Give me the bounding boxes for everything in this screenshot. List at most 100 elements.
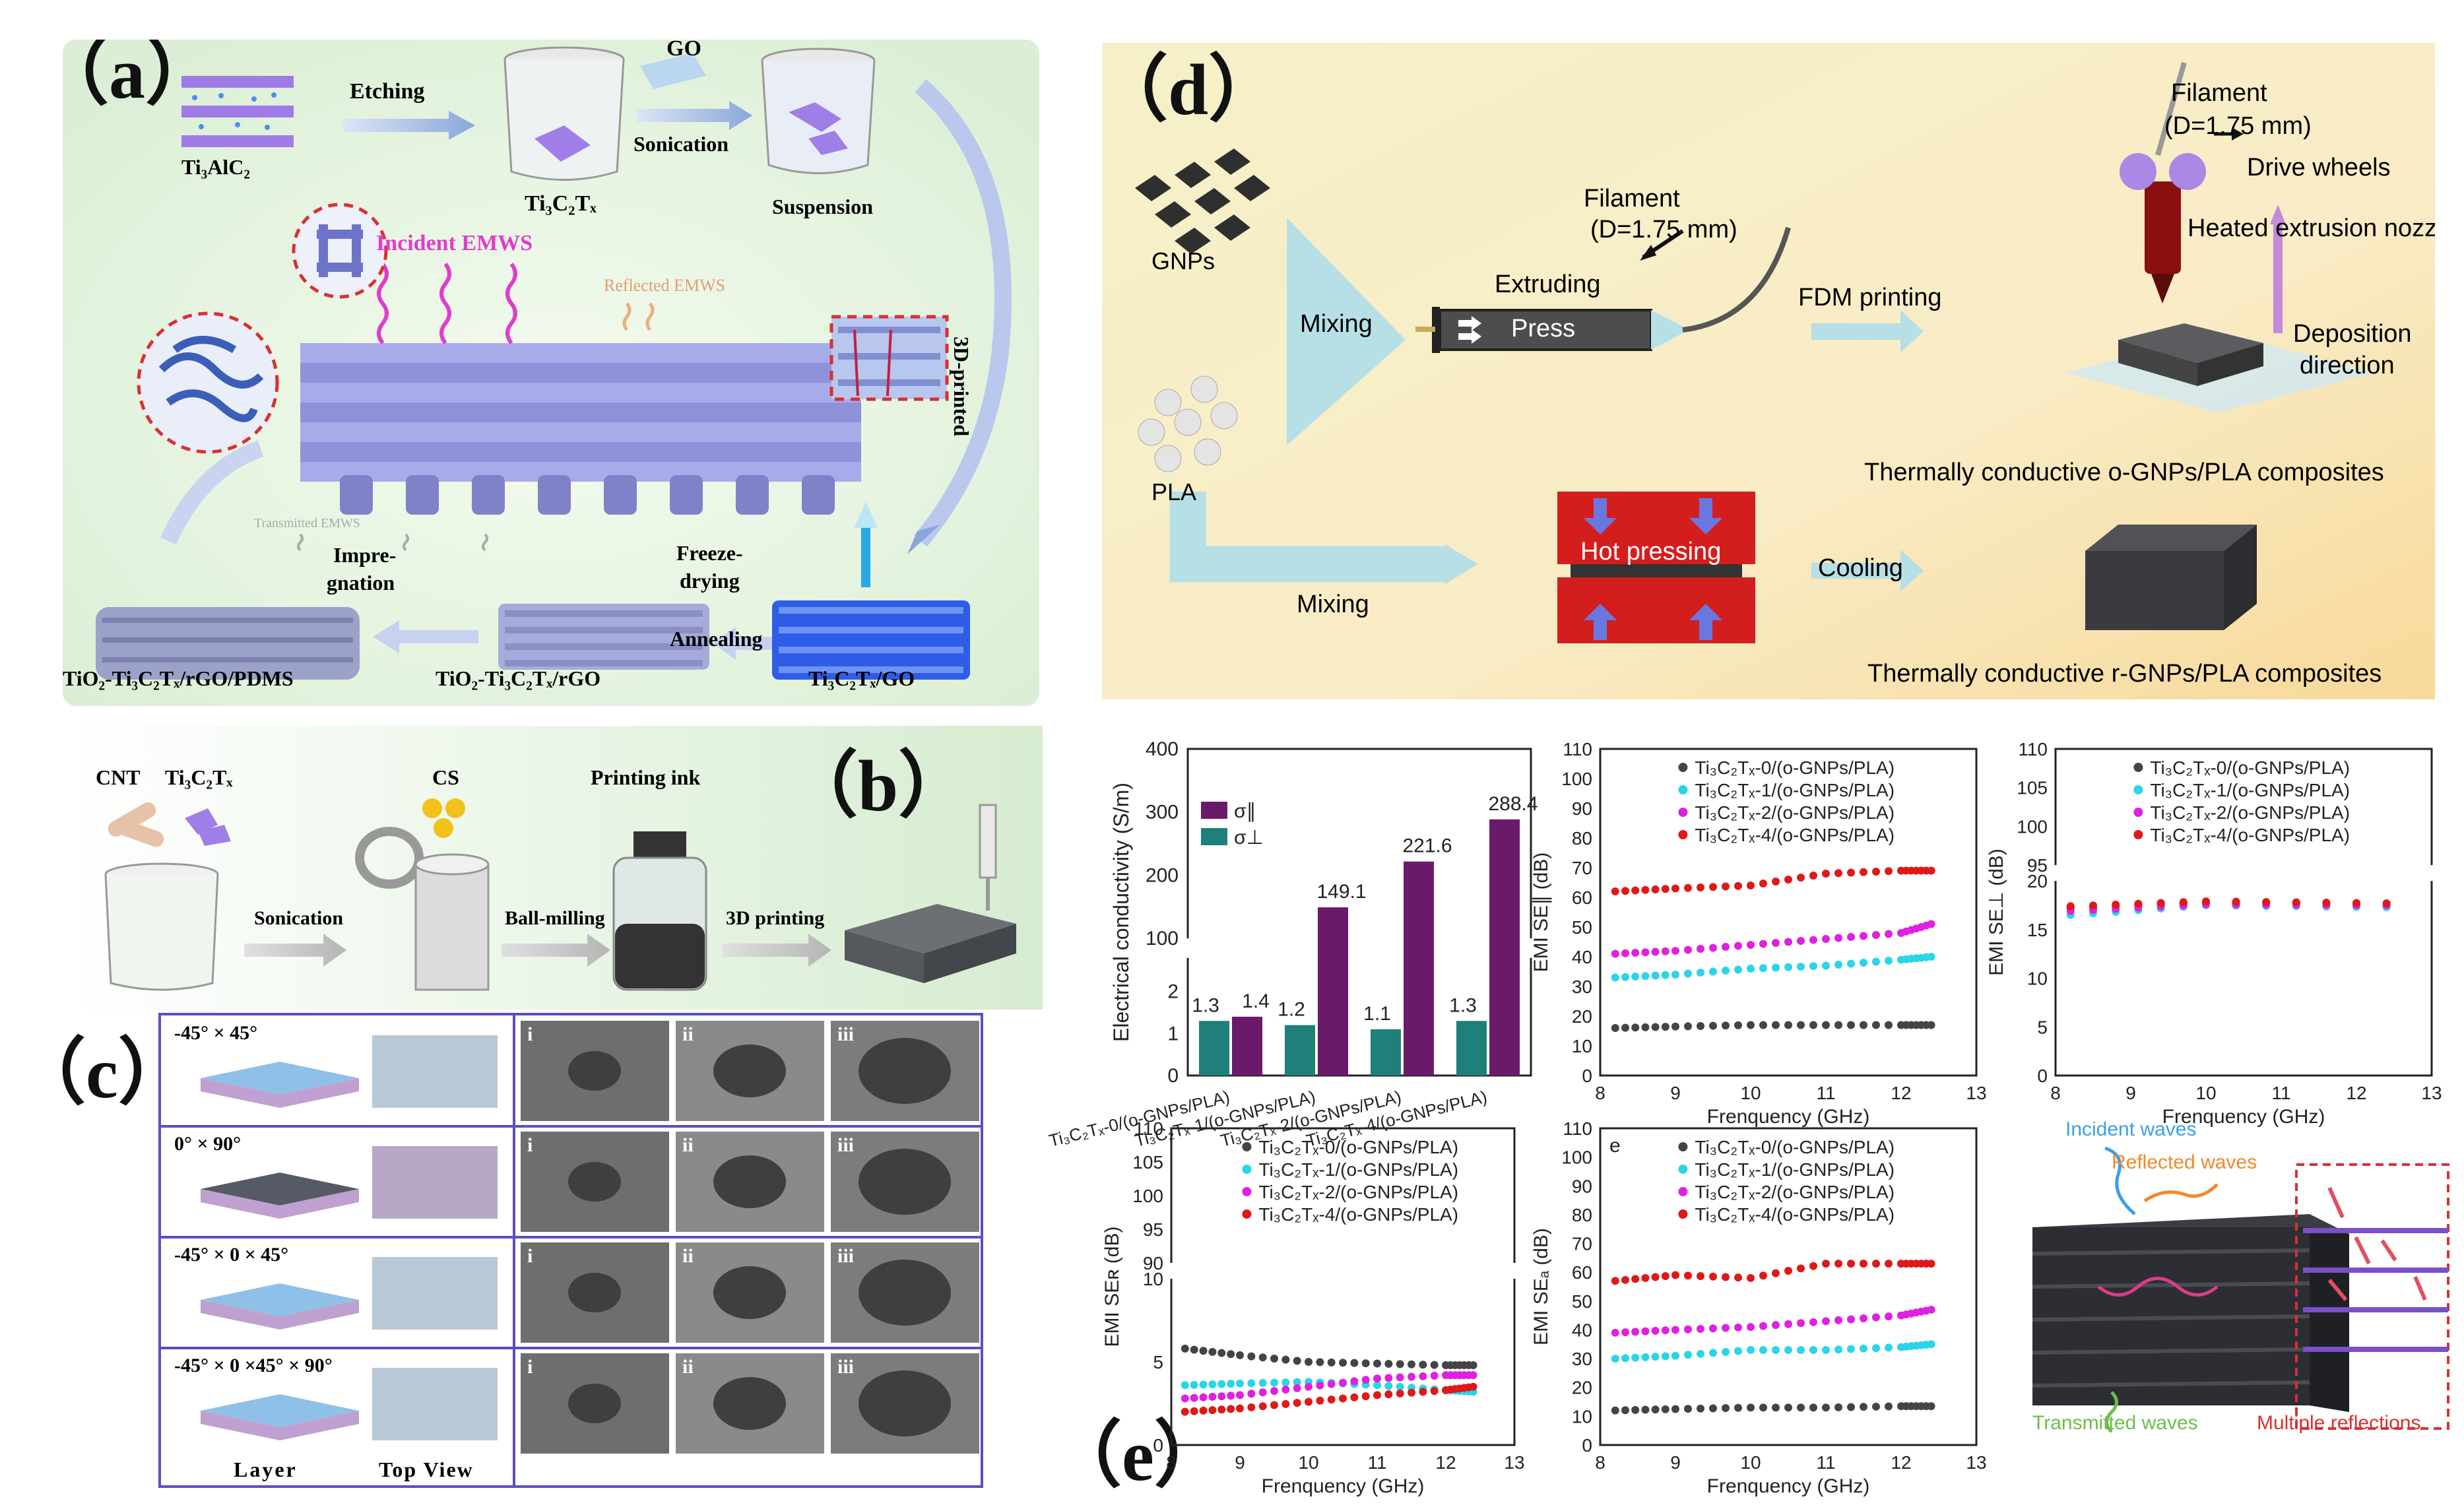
- scatter-plot-frame: [2054, 748, 2433, 1077]
- scatter-point: [1697, 884, 1704, 891]
- scatter-point: [1722, 1324, 1730, 1332]
- scatter-point: [1281, 1378, 1290, 1387]
- scatter-point: [1722, 882, 1730, 891]
- scatter-point: [1784, 963, 1792, 971]
- scatter-point: [1927, 866, 1935, 875]
- beaker-b-icon: [104, 862, 219, 991]
- scatter-point: [1327, 1396, 1336, 1404]
- scatter-point: [1722, 943, 1730, 951]
- deposition-label-1: Deposition: [2293, 320, 2412, 348]
- suspension-beaker-icon: [761, 48, 876, 174]
- sem-sublabel: iii: [837, 1134, 855, 1156]
- scatter-point: [1734, 1021, 1742, 1029]
- legend-marker: [1678, 830, 1688, 839]
- scatter-point: [1621, 1328, 1629, 1337]
- scatter-point: [1784, 1021, 1792, 1029]
- scatter-x-tick: 10: [1298, 1452, 1318, 1473]
- scatter-point: [1834, 1403, 1842, 1411]
- scatter-point: [1236, 1404, 1244, 1413]
- scatter-point: [1747, 1021, 1755, 1029]
- scatter-point: [1199, 1347, 1208, 1355]
- scatter-point: [1270, 1387, 1278, 1396]
- scatter-x-tick: 8: [1166, 1452, 1177, 1473]
- scatter-point: [1373, 1391, 1381, 1399]
- sem-pore: [713, 1045, 786, 1097]
- mixing-path: [1169, 492, 1445, 583]
- scatter-point: [1759, 1271, 1767, 1280]
- hot-pressing-label: Hot pressing: [1580, 538, 1722, 565]
- nozzle-label: Heated extrusion nozzle: [2188, 214, 2435, 242]
- scatter-point: [1199, 1380, 1208, 1389]
- scatter-x-tick: 12: [1891, 1083, 1911, 1103]
- legend-label: Ti₃C₂Tₓ-1/(o-GNPs/PLA): [1258, 1159, 1458, 1180]
- scatter-point: [1834, 869, 1842, 878]
- bar-par: [1232, 1016, 1262, 1076]
- fdm-arrow: [1811, 310, 1924, 353]
- scatter-point: [1860, 1403, 1867, 1411]
- etching-label: Etching: [350, 79, 425, 104]
- scatter-point: [1258, 1378, 1267, 1387]
- scatter-point: [1734, 1323, 1742, 1332]
- scatter-point: [1217, 1392, 1226, 1401]
- sem-pore: [568, 1273, 621, 1312]
- magnified-mesh-icon: [292, 203, 388, 299]
- impregnation-label-2: gnation: [327, 571, 395, 595]
- scatter-point: [1641, 1353, 1650, 1361]
- panel-d: （d） GNPs PLA Mixing Extruding Press Fila…: [1102, 43, 2435, 699]
- scatter-point: [1684, 969, 1692, 978]
- bar-y-tick: 100: [1146, 928, 1179, 949]
- scatter-y-tick: 105: [2017, 778, 2048, 798]
- scatter-x-tick: 8: [1595, 1083, 1605, 1103]
- scatter-point: [1227, 1350, 1235, 1359]
- scatter-point: [1872, 1260, 1880, 1268]
- extruding-label: Extruding: [1495, 271, 1601, 298]
- mixing-top-label: Mixing: [1300, 310, 1373, 338]
- chart-annotation: e: [1609, 1135, 1621, 1157]
- axis-break: [1165, 1263, 1521, 1279]
- r-composite-block-icon: [2085, 525, 2257, 630]
- scatter-point: [1709, 1272, 1717, 1281]
- pla-label: PLA: [1151, 478, 1197, 505]
- ti3alc2-icon: [181, 76, 294, 147]
- scatter-point: [1684, 1405, 1692, 1413]
- panel-a-diagram: [63, 40, 1039, 706]
- legend-label: Ti₃C₂Tₓ-0/(o-GNPs/PLA): [1695, 757, 1895, 778]
- scatter-y-tick: 60: [1572, 887, 1592, 908]
- sem-pore: [568, 1051, 621, 1091]
- scatter-x-tick: 11: [1816, 1452, 1835, 1473]
- scatter-point: [1809, 872, 1817, 880]
- scatter-y-tick: 0: [2037, 1066, 2048, 1086]
- scatter-x-axis-label: Frenquency (GHz): [2162, 1106, 2325, 1128]
- scatter-point: [1671, 1405, 1679, 1413]
- rgo-scaffold-icon: [498, 604, 709, 670]
- scatter-point: [1822, 870, 1830, 878]
- legend-marker: [2133, 808, 2143, 817]
- bar-perp: [1371, 1029, 1401, 1076]
- legend-label-perp: σ⊥: [1234, 827, 1264, 849]
- scatter-point: [1641, 885, 1650, 894]
- legend-label: Ti₃C₂Tₓ-2/(o-GNPs/PLA): [1258, 1182, 1458, 1202]
- scatter-y-axis-label: EMI SE⊥ (dB): [1986, 849, 2007, 976]
- multiple-reflections-label: Multiple reflections: [2257, 1412, 2421, 1434]
- reflected-emws-label: Reflected EMWS: [604, 276, 726, 295]
- scatter-point: [1734, 1347, 1742, 1355]
- scatter-point: [1621, 973, 1629, 981]
- scatter-point: [1621, 949, 1629, 957]
- scatter-point: [1408, 1388, 1415, 1397]
- scatter-x-tick: 13: [1966, 1083, 1986, 1103]
- legend-label: Ti₃C₂Tₓ-1/(o-GNPs/PLA): [1695, 1159, 1895, 1180]
- scatter-point: [1797, 1403, 1805, 1412]
- go-composite-label: Ti₃C₂Tₓ/GO: [808, 666, 915, 690]
- legend-marker: [1242, 1165, 1252, 1174]
- scatter-point: [1927, 1402, 1935, 1411]
- scatter-point: [1847, 933, 1855, 941]
- scatter-x-tick: 10: [1740, 1083, 1761, 1103]
- scatter-point: [1684, 1351, 1692, 1359]
- scatter-point: [1199, 1393, 1208, 1401]
- scatter-point: [1384, 1359, 1393, 1368]
- scatter-point: [1734, 1273, 1742, 1282]
- panel-e-label: （e）: [1049, 1415, 1227, 1496]
- scatter-y-tick: 95: [1143, 1219, 1163, 1240]
- legend-label: Ti₃C₂Tₓ-0/(o-GNPs/PLA): [1258, 1137, 1458, 1157]
- scatter-point: [1190, 1394, 1198, 1402]
